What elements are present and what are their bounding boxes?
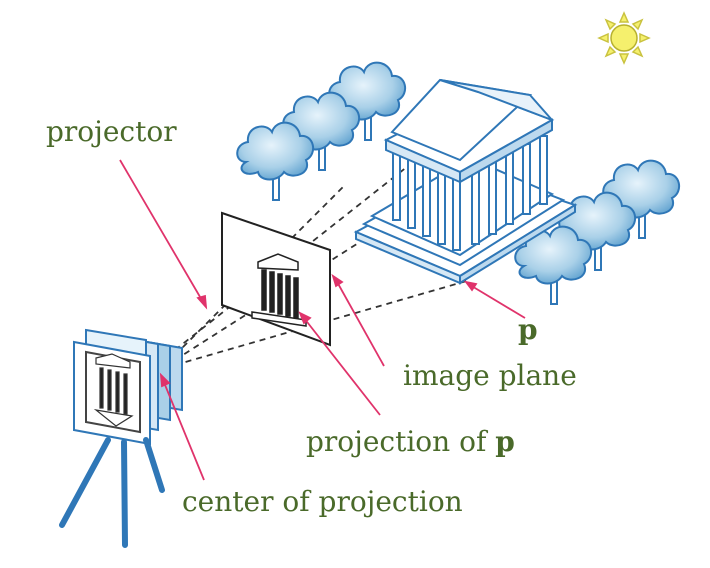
sun-icon [597, 11, 651, 65]
label-center-of-projection: center of projection [182, 485, 463, 518]
label-projector: projector [46, 115, 177, 148]
label-projection-of: projection of [306, 425, 496, 458]
label-image-plane: image plane [403, 359, 577, 392]
temple-icon [353, 78, 578, 285]
pointer-lines [119, 159, 526, 481]
label-projection-point: p [495, 425, 515, 458]
label-projection-of-p: projection of p [306, 428, 515, 456]
tripod-icon [59, 437, 165, 548]
image-plane [221, 211, 331, 347]
label-point-p: p [518, 313, 538, 346]
